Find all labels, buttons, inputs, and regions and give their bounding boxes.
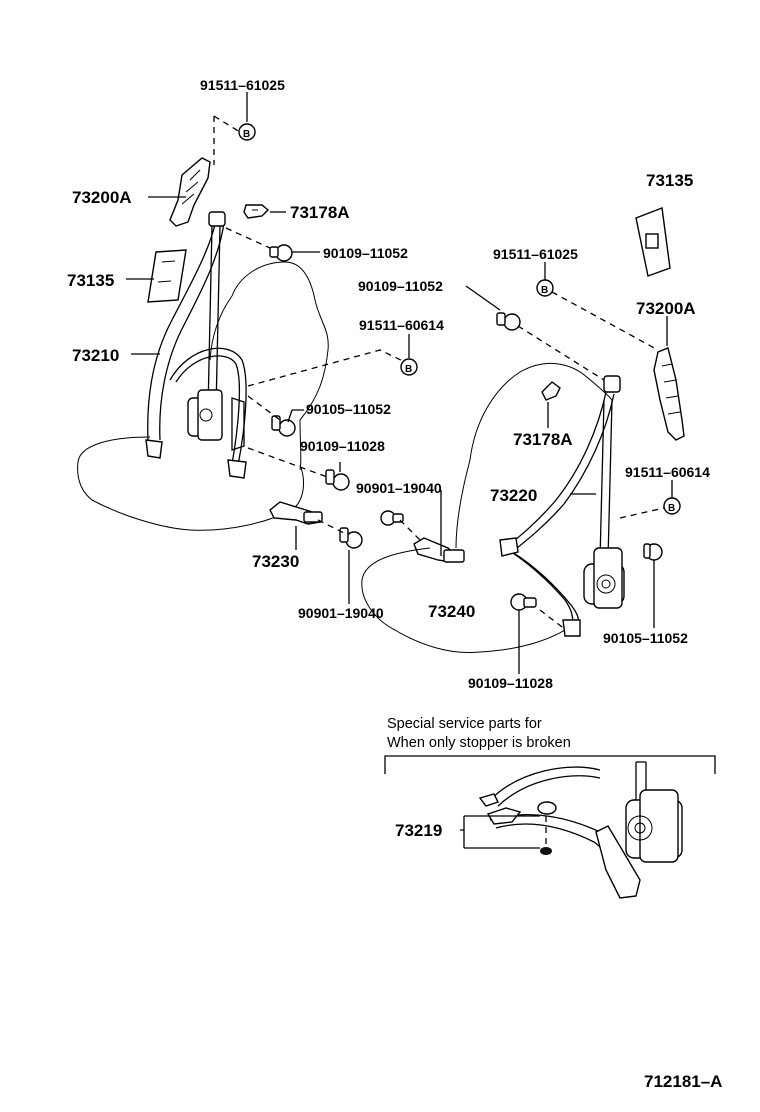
bolt-90109-11052-right (496, 312, 521, 331)
trim-plate-right (635, 207, 671, 277)
label-90109-11028-bottom: 90109–11028 (468, 675, 553, 691)
special-service-parts-inset: Special service parts for When only stop… (384, 716, 716, 899)
label-90109-11052-left: 90109–11052 (323, 245, 408, 261)
label-91511-60614-right: 91511–60614 (625, 464, 710, 480)
note-line-2: When only stopper is broken (387, 735, 571, 751)
cap-91511-60614-mid: B (400, 358, 418, 376)
bolt-90105-11052-right (643, 543, 663, 561)
label-90901-19040-mid: 90901–19040 (356, 480, 442, 496)
buckle-73230 (269, 501, 323, 525)
label-73178a-top: 73178A (290, 203, 350, 222)
label-73135-right: 73135 (646, 171, 693, 190)
label-73230: 73230 (252, 552, 299, 571)
shoulder-anchor-adjuster-left (169, 157, 211, 227)
left-seat-belt-assembly (145, 211, 247, 479)
label-90105-11052-right: 90105–11052 (603, 630, 688, 646)
label-73219: 73219 (395, 821, 442, 840)
cap-91511-60614-right: B (663, 497, 681, 515)
cap-91511-61025-top: B (238, 123, 256, 141)
label-73200a-right: 73200A (636, 299, 696, 318)
bolt-90901-19040-mid (380, 510, 404, 526)
figure-id: 712181–A (644, 1072, 722, 1091)
part-number-labels: 91511–61025 73200A 73178A 90109–11052 73… (67, 77, 710, 691)
bolt-90109-11028-left (325, 469, 350, 491)
label-90109-11052-right: 90109–11052 (358, 278, 443, 294)
label-91511-60614-mid: 91511–60614 (359, 317, 444, 333)
svg-text:B: B (405, 364, 412, 375)
label-73240: 73240 (428, 602, 475, 621)
anchor-cover-right (541, 381, 561, 401)
svg-text:B: B (541, 285, 548, 296)
bolt-90109-11052-left (269, 244, 293, 262)
label-73178a-right: 73178A (513, 430, 573, 449)
shoulder-anchor-adjuster-right (653, 347, 685, 441)
bolt-90105-11052-left (271, 415, 296, 437)
label-91511-61025-right: 91511–61025 (493, 246, 578, 262)
bolt-90109-11028-bottom (510, 593, 537, 611)
label-90901-19040-bottom: 90901–19040 (298, 605, 384, 621)
right-seat-belt-assembly (499, 375, 625, 637)
label-73200a-left: 73200A (72, 188, 132, 207)
svg-text:B: B (668, 503, 675, 514)
label-73210: 73210 (72, 346, 119, 365)
label-90105-11052-left: 90105–11052 (306, 401, 391, 417)
bolt-90901-19040-left (339, 527, 363, 549)
label-91511-61025-top: 91511–61025 (200, 77, 285, 93)
right-seat-outline (361, 362, 613, 654)
label-73220: 73220 (490, 486, 537, 505)
leader-lines (126, 92, 673, 674)
cap-91511-61025-right: B (536, 279, 554, 297)
label-90109-11028-left: 90109–11028 (300, 438, 385, 454)
note-line-1: Special service parts for (387, 716, 542, 732)
trim-plate-left (147, 249, 187, 303)
svg-text:B: B (243, 129, 250, 140)
label-73135-left: 73135 (67, 271, 114, 290)
buckle-73240 (413, 537, 465, 563)
anchor-cover-left (243, 204, 270, 219)
